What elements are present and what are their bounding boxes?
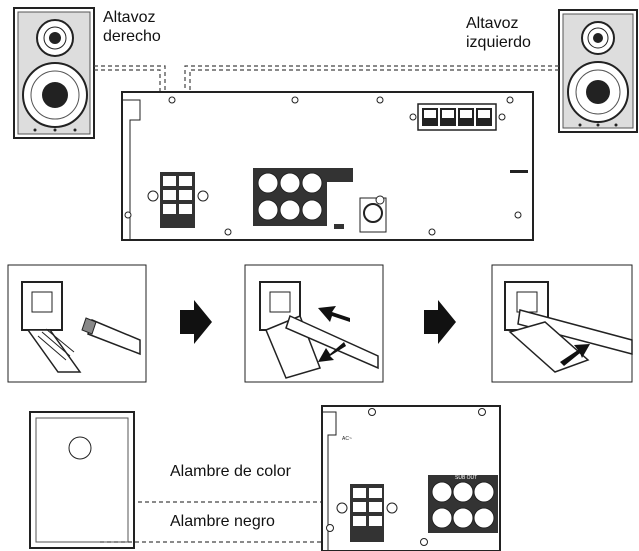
- rear-panel: [121, 91, 534, 241]
- right-speaker-label: Altavoz derecho: [103, 8, 161, 46]
- left-speaker-label: Altavoz izquierdo: [466, 14, 531, 52]
- arrow-step-2-to-3: [424, 300, 456, 344]
- left-speaker: [558, 9, 638, 133]
- ac-label: AC~: [342, 436, 352, 442]
- step-2-panel: [244, 264, 384, 383]
- step-1-panel: [7, 264, 147, 383]
- right-speaker-label-line2: derecho: [103, 28, 161, 45]
- left-speaker-label-line2: izquierdo: [466, 34, 531, 51]
- arrow-step-1-to-2: [180, 300, 212, 344]
- left-speaker-label-line1: Altavoz: [466, 15, 519, 32]
- right-speaker-label-line1: Altavoz: [103, 9, 156, 26]
- rear-panel-detail: AC~ SUB OUT: [321, 405, 501, 551]
- colored-wire-label: Alambre de color: [170, 463, 291, 480]
- subwoofer: [29, 411, 135, 549]
- step-3-panel: [491, 264, 633, 383]
- right-speaker: [13, 7, 95, 139]
- black-wire-label: Alambre negro: [170, 513, 275, 530]
- sub-out-label: SUB OUT: [455, 475, 477, 481]
